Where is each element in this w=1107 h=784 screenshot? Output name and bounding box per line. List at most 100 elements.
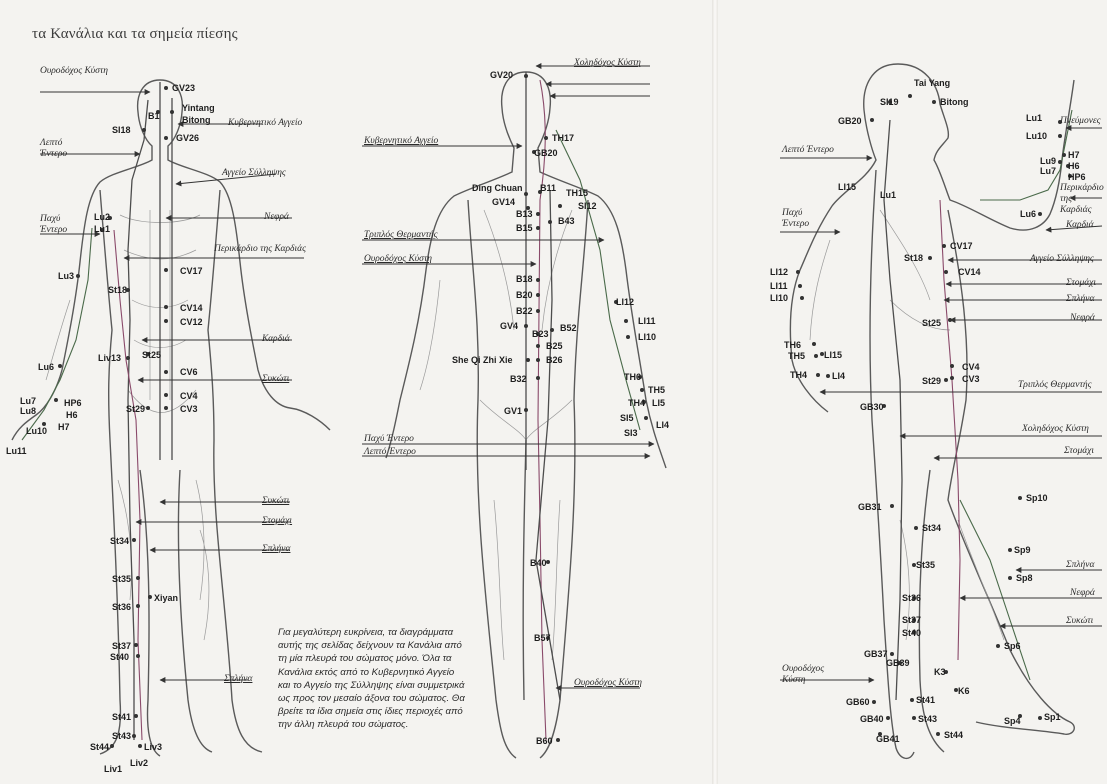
- point-side-gb20: GB20: [838, 116, 862, 126]
- point-side-bitong: Bitong: [940, 97, 969, 107]
- point-side-st25: St25: [922, 318, 941, 328]
- point-liv2: Liv2: [130, 758, 148, 768]
- point-gv4: GV4: [500, 321, 518, 331]
- point-b23: B23: [532, 329, 549, 339]
- point-side-lu11: Lu1: [1026, 113, 1042, 123]
- point-side-sp1: Sp1: [1044, 712, 1061, 722]
- point-side-cv14: CV14: [958, 267, 981, 277]
- point-side-lu7: Lu7: [1040, 166, 1056, 176]
- front-label-conception: Αγγείο Σύλληψης: [222, 168, 286, 179]
- front-label-spleen: Σπλήνα: [262, 544, 290, 555]
- point-side-gb37: GB37: [864, 649, 888, 659]
- side-label-lungs: Πνεύμονες: [1060, 116, 1101, 127]
- point-st35: St35: [112, 574, 131, 584]
- point-b13: B13: [516, 209, 533, 219]
- point-tai-yang: Tai Yang: [914, 78, 950, 88]
- point-st41: St41: [112, 712, 131, 722]
- point-th15: TH15: [566, 188, 588, 198]
- back-label-gallbladder: Χοληδόχος Κύστη: [574, 58, 641, 69]
- point-side-th4: TH4: [790, 370, 807, 380]
- point-side-sp8: Sp8: [1016, 573, 1033, 583]
- side-label-stomach: Στομάχι: [1066, 278, 1096, 289]
- point-xiyan: Xiyan: [154, 593, 178, 603]
- point-si18: SI18: [112, 125, 131, 135]
- front-point-dots: [42, 86, 174, 748]
- point-side-hp6: HP6: [1068, 172, 1086, 182]
- point-lu8: Lu8: [20, 406, 36, 416]
- point-cv4: CV4: [180, 391, 198, 401]
- point-side-st43: St43: [918, 714, 937, 724]
- point-side-st41: St41: [916, 695, 935, 705]
- side-label-kidney: Νεφρά: [1070, 313, 1095, 324]
- side-channel-line-3: [960, 110, 1072, 680]
- point-bitong: Bitong: [182, 115, 211, 125]
- front-label-heart: Καρδιά: [262, 334, 290, 345]
- side-channel-line-2: [940, 200, 960, 660]
- point-gb20: GB20: [534, 148, 558, 158]
- point-side-cv4: CV4: [962, 362, 980, 372]
- point-side-gb41: GB41: [876, 734, 900, 744]
- point-li5: LI5: [652, 398, 665, 408]
- side-label-triple-heater: Τριπλός Θερμαντής: [1018, 380, 1091, 391]
- point-side-gb39: GB39: [886, 658, 910, 668]
- point-liv1: Liv1: [104, 764, 122, 774]
- point-st25: St25: [142, 350, 161, 360]
- point-side-st34: St34: [922, 523, 941, 533]
- point-lu11: Lu11: [6, 446, 27, 456]
- point-st44: St44: [90, 742, 109, 752]
- point-side-h7: H7: [1068, 150, 1080, 160]
- front-label-small-intestine: Λεπτό Έντερο: [40, 138, 80, 160]
- point-b15: B15: [516, 223, 533, 233]
- point-side-st40: St40: [902, 628, 921, 638]
- back-musculature: [420, 210, 572, 660]
- front-label-governing: Κυβερνητικό Αγγείο: [228, 118, 302, 129]
- back-label-small-intestine: Λεπτό Έντερο: [364, 447, 416, 458]
- point-lu10: Lu10: [26, 426, 47, 436]
- point-side-lu6: Lu6: [1020, 209, 1036, 219]
- point-side-gb30: GB30: [860, 402, 884, 412]
- point-lu1: Lu1: [94, 224, 110, 234]
- front-channel-line-2: [114, 230, 142, 740]
- point-side-cv3: CV3: [962, 374, 980, 384]
- point-gv1: GV1: [504, 406, 522, 416]
- back-label-bladder: Ουροδόχος Κύστη: [364, 254, 432, 265]
- point-side-sp9: Sp9: [1014, 545, 1031, 555]
- side-label-small-intestine: Λεπτό Έντερο: [782, 145, 834, 156]
- point-li12: LI12: [616, 297, 634, 307]
- side-label-large-intestine: Παχύ Έντερο: [782, 208, 822, 230]
- point-si12: SI12: [578, 201, 597, 211]
- point-b22: B22: [516, 306, 533, 316]
- side-label-gallbladder: Χοληδόχος Κύστη: [1022, 424, 1089, 435]
- point-side-li15: LI15: [838, 182, 856, 192]
- point-li4: LI4: [656, 420, 669, 430]
- point-lu7: Lu7: [20, 396, 36, 406]
- front-label-liver: Συκώτι: [262, 374, 289, 385]
- point-st18: St18: [108, 285, 127, 295]
- point-side-cv17: CV17: [950, 241, 973, 251]
- point-gv14: GV14: [492, 197, 515, 207]
- side-label-bladder: Ουροδόχος Κύστη: [782, 664, 828, 686]
- point-side-lu9: Lu9: [1040, 156, 1056, 166]
- point-b60: B60: [536, 736, 553, 746]
- point-side-th5: TH5: [788, 351, 805, 361]
- point-cv17: CV17: [180, 266, 203, 276]
- point-side-sp6: Sp6: [1004, 641, 1021, 651]
- point-side-sp4: Sp4: [1004, 716, 1021, 726]
- point-li11: LI11: [638, 316, 656, 326]
- point-side-gb40: GB40: [860, 714, 884, 724]
- point-side-gb31: GB31: [858, 502, 882, 512]
- side-label-conception: Αγγείο Σύλληψης: [1030, 254, 1094, 265]
- point-th6: TH6: [624, 372, 641, 382]
- point-b20: B20: [516, 290, 533, 300]
- point-cv12: CV12: [180, 317, 203, 327]
- point-cv3: CV3: [180, 404, 198, 414]
- point-hp6: HP6: [64, 398, 82, 408]
- point-side-li10: LI10: [770, 293, 788, 303]
- point-b18: B18: [516, 274, 533, 284]
- side-label-liver: Συκώτι: [1066, 616, 1093, 627]
- point-si19: SI19: [880, 97, 899, 107]
- point-gv26: GV26: [176, 133, 199, 143]
- side-label-spleen: Σπλήνα: [1066, 294, 1094, 305]
- point-si3: SI3: [624, 428, 638, 438]
